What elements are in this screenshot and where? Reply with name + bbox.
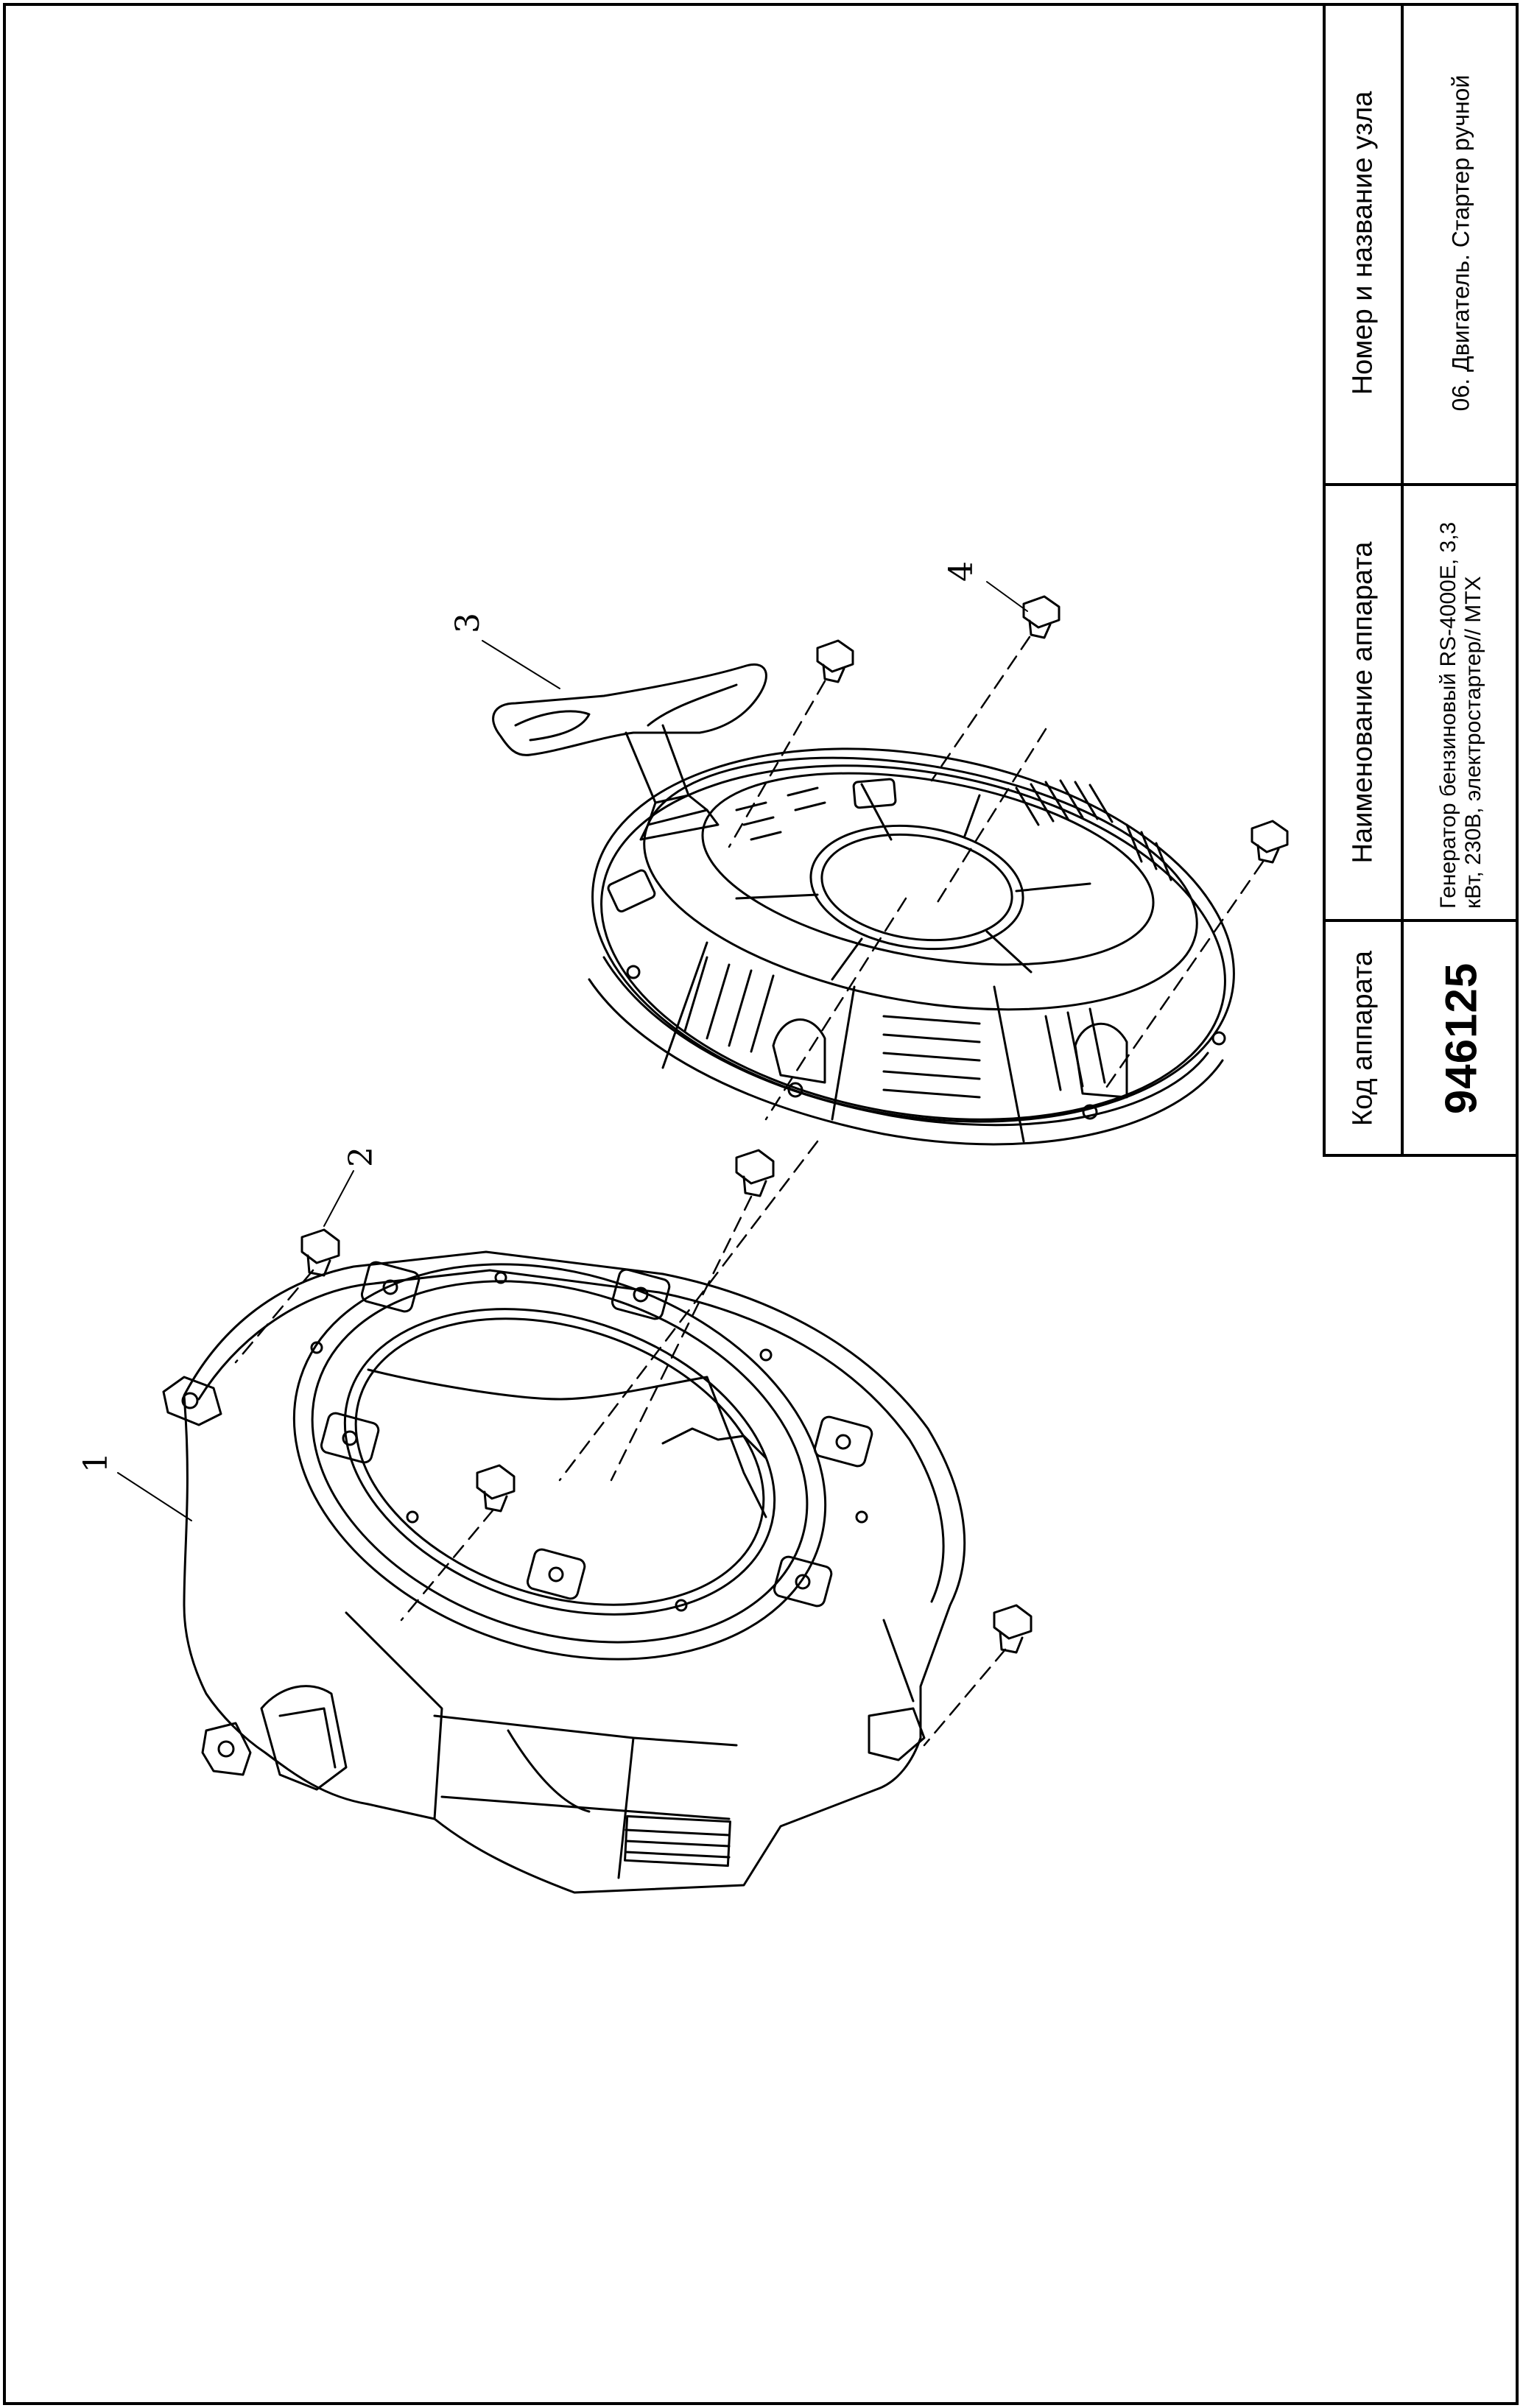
callout-4: 4 — [943, 561, 980, 582]
node-header-cell: Номер и название узла — [1326, 3, 1401, 483]
callout-2: 2 — [342, 1147, 380, 1167]
leader-lines — [117, 581, 1028, 1521]
code-header-cell: Код аппарата — [1326, 922, 1401, 1154]
callout-3: 3 — [449, 613, 487, 633]
name-value-cell: Генератор бензиновый RS-4000E, 3,3 кВт, … — [1404, 486, 1519, 919]
name-header: Наименование аппарата — [1347, 541, 1379, 864]
title-block-row-divider — [1326, 483, 1519, 486]
node-value-cell: 06. Двигатель. Стартер ручной — [1404, 3, 1519, 483]
code-value: 946125 — [1436, 962, 1486, 1114]
part-4-recoil-cover — [588, 747, 1235, 1146]
node-header: Номер и название узла — [1347, 91, 1379, 395]
exploded-view-drawing: 1 2 3 4 — [77, 561, 1289, 1894]
part-3-pull-handle — [492, 663, 767, 841]
code-value-cell: 946125 — [1404, 922, 1519, 1154]
title-block-divider — [1401, 3, 1404, 1154]
node-value: 06. Двигатель. Стартер ручной — [1447, 74, 1474, 412]
part-2-bolts — [300, 595, 1289, 1654]
callout-1: 1 — [77, 1452, 115, 1473]
code-header: Код аппарата — [1347, 950, 1379, 1126]
part-1-starter-housing — [162, 1250, 966, 1894]
title-block-row-divider — [1326, 919, 1519, 922]
title-block: Номер и название узла Наименование аппар… — [1323, 3, 1519, 1157]
name-header-cell: Наименование аппарата — [1326, 486, 1401, 919]
name-value: Генератор бензиновый RS-4000E, 3,3 кВт, … — [1436, 521, 1485, 909]
drawing-sheet-border — [3, 3, 1519, 2405]
assembly-axis-lines — [234, 636, 1265, 1747]
